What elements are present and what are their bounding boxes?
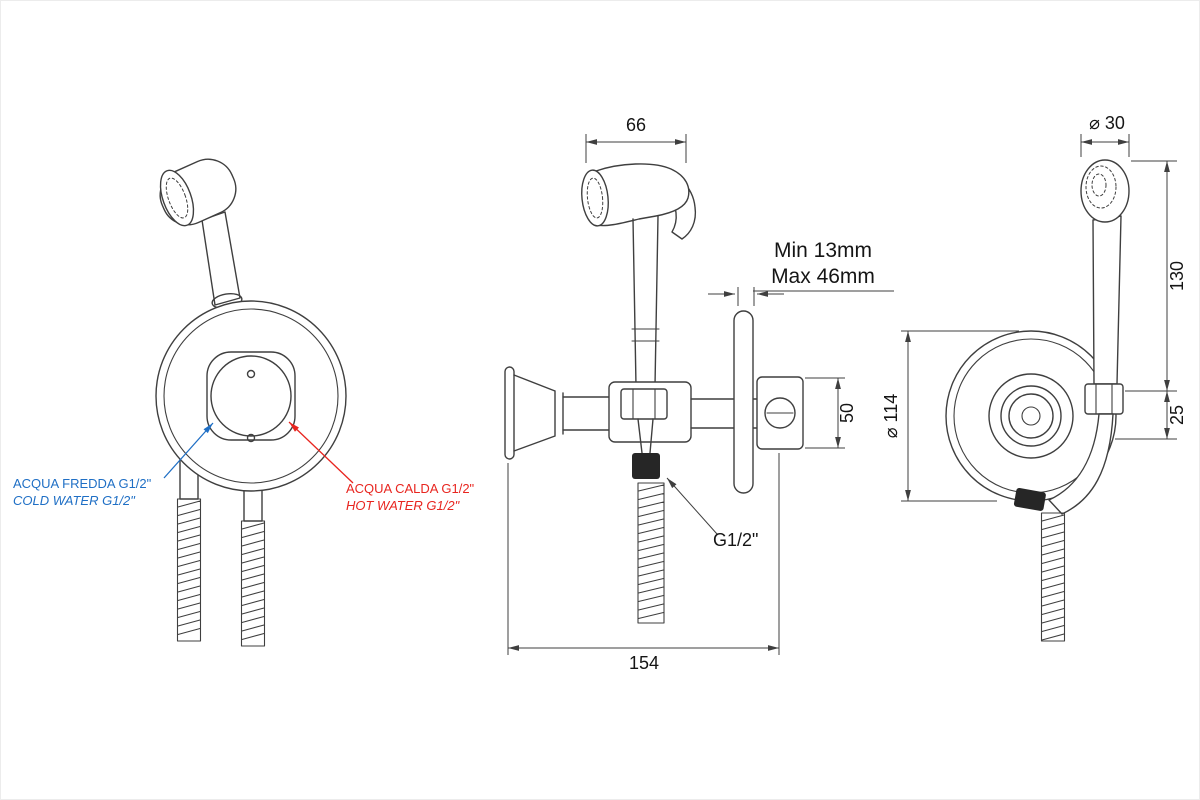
dim-30: ⌀ 30 — [1080, 113, 1130, 157]
dim-30-label: ⌀ 30 — [1089, 113, 1125, 133]
screw-bottom — [246, 433, 256, 443]
right-knob-top — [1008, 393, 1054, 439]
side-head-body — [595, 163, 690, 227]
dim-66: 66 — [585, 115, 687, 163]
right-spray-face — [1085, 165, 1117, 209]
cold-water-arrow — [163, 422, 214, 479]
front-view: ACQUA FREDDA G1/2" COLD WATER G1/2" ACQU… — [13, 158, 475, 647]
dim-25-label: 25 — [1167, 405, 1187, 425]
side-handle-right-edge — [654, 215, 659, 387]
right-spray-center — [1091, 173, 1107, 197]
hot-water-label-it: ACQUA CALDA G1/2" — [346, 481, 475, 496]
hot-water-arrow — [288, 421, 354, 484]
right-view: ⌀ 30 130 25 ⌀ 114 — [881, 113, 1187, 642]
right-hex-facets — [1095, 383, 1113, 415]
front-spray-face — [159, 169, 195, 227]
hose-coil-middle — [637, 482, 665, 624]
dim-max-label: Max 46mm — [771, 265, 875, 288]
right-knob-base — [988, 373, 1074, 459]
cold-water-label-it: ACQUA FREDDA G1/2" — [13, 476, 152, 491]
supply-pipe-right — [690, 398, 760, 429]
right-holder-bracket — [1013, 488, 1046, 511]
dim-wall-depth: Min 13mm Max 46mm — [708, 239, 894, 306]
right-handshower — [1048, 159, 1130, 515]
right-hose-coil — [1040, 512, 1066, 642]
side-handle-ring — [631, 328, 660, 342]
hot-water-label-en: HOT WATER G1/2" — [346, 498, 461, 513]
cold-water-label-en: COLD WATER G1/2" — [13, 493, 136, 508]
dim-66-label: 66 — [626, 115, 646, 135]
dim-114: ⌀ 114 — [881, 330, 1019, 502]
dim-25: 25 — [1115, 391, 1187, 440]
handle-hex-nut — [620, 388, 668, 420]
stop-valve-knob — [764, 397, 796, 429]
dim-130: 130 — [1125, 160, 1187, 392]
hose-coil-left — [176, 498, 202, 642]
side-view: 66 Min 13mm Max 46mm 50 G1/2" 154 — [504, 115, 894, 673]
mixer-center-hub — [210, 355, 292, 437]
right-handle — [1092, 215, 1122, 385]
right-elbow — [1048, 413, 1114, 515]
side-handshower — [581, 163, 697, 387]
dim-min-label: Min 13mm — [774, 239, 872, 262]
hose-nipple — [637, 418, 654, 454]
front-handshower — [159, 158, 243, 310]
wall-plate-outer — [155, 300, 347, 492]
front-handshower-handle — [201, 211, 241, 306]
dim-154: 154 — [507, 453, 780, 673]
mixer-body-square — [206, 351, 296, 441]
dim-130-label: 130 — [1167, 261, 1187, 291]
thread-callout: G1/2" — [666, 477, 758, 550]
side-wall-assembly — [504, 310, 804, 494]
right-knob-mid — [1000, 385, 1062, 447]
right-knob-center — [1021, 406, 1041, 426]
wall-plate-rim — [163, 308, 339, 484]
screw-top — [246, 369, 256, 379]
side-spray-nozzles — [586, 177, 604, 219]
right-hex-nut — [1084, 383, 1124, 415]
wall-plate-side — [733, 310, 754, 494]
supply-pipe-left — [562, 396, 610, 431]
dim-50-label: 50 — [837, 403, 857, 423]
flange-face — [504, 366, 515, 460]
dim-50: 50 — [805, 377, 857, 449]
thread-label: G1/2" — [713, 530, 758, 550]
hex-nut-facets — [632, 388, 656, 420]
dim-154-label: 154 — [629, 653, 659, 673]
hose-nut-black — [632, 453, 660, 479]
hose-coil-right — [240, 520, 266, 647]
dim-114-label: ⌀ 114 — [881, 394, 901, 439]
front-spray-nozzles — [165, 177, 189, 219]
flange-cone — [513, 374, 564, 452]
side-handle-left-edge — [632, 218, 637, 387]
